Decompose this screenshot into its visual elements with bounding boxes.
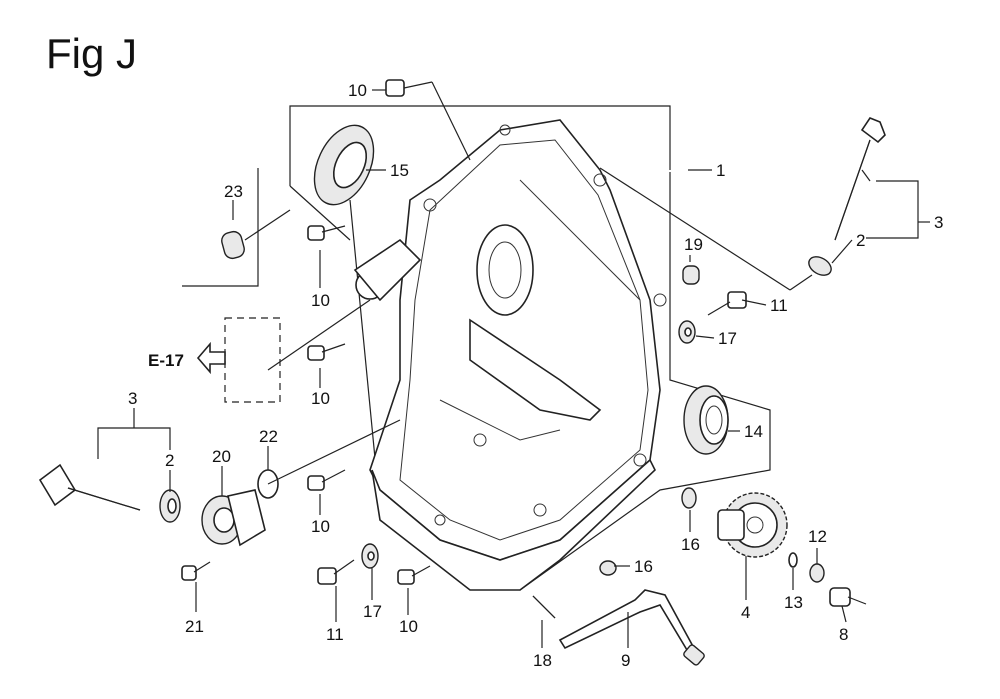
callout-1: 1 — [716, 161, 725, 180]
leader-23 — [244, 209, 291, 241]
callout-16-top: 16 — [681, 535, 700, 554]
callout-3-right: 3 — [934, 213, 943, 232]
pin-18 — [532, 595, 556, 619]
bolt-8 — [829, 587, 867, 607]
bolt-10-top — [385, 79, 433, 97]
oil-seal-15 — [313, 124, 375, 206]
callout-9: 9 — [621, 651, 630, 670]
washer-16-right — [599, 560, 617, 576]
callout-11-bottom: 11 — [326, 625, 344, 644]
breather-hose — [239, 329, 269, 376]
reference-arrow — [196, 341, 226, 375]
dowel-19 — [682, 265, 700, 285]
o-ring-2-right — [808, 256, 832, 276]
callout-10-d: 10 — [399, 617, 418, 636]
callout-11-right: 11 — [770, 296, 788, 315]
callout-20: 20 — [212, 447, 231, 466]
callout-3-left: 3 — [128, 389, 137, 408]
callout-10-b: 10 — [311, 389, 330, 408]
crankcase-cover — [353, 119, 667, 591]
bolt-10-b — [307, 343, 346, 361]
washer-13 — [788, 552, 798, 568]
cap-23 — [221, 230, 245, 260]
callout-13: 13 — [784, 593, 803, 612]
callout-10-top: 10 — [348, 81, 367, 100]
washer-17-right — [678, 320, 696, 344]
leader-hose — [267, 299, 371, 371]
washer-16-top — [681, 487, 697, 509]
callout-16-right: 16 — [634, 557, 653, 576]
callout-14: 14 — [744, 422, 763, 441]
bolt-11-right — [707, 291, 747, 316]
bolt-10-a — [307, 225, 346, 241]
callout-22: 22 — [259, 427, 278, 446]
o-ring-2-left — [159, 489, 181, 523]
callout-2-left: 2 — [165, 451, 174, 470]
figure-title: Fig J — [46, 30, 137, 77]
bolt-10-d — [397, 565, 431, 585]
drain-plug-20 — [201, 489, 266, 547]
callout-15: 15 — [390, 161, 409, 180]
governor-gear-4 — [717, 492, 788, 558]
bracket-23 — [182, 168, 259, 287]
callout-17-right: 17 — [718, 329, 737, 348]
callout-12: 12 — [808, 527, 827, 546]
callout-17-bottom: 17 — [363, 602, 382, 621]
callout-10-a: 10 — [311, 291, 330, 310]
governor-shaft-9 — [558, 589, 705, 666]
callout-10-c: 10 — [311, 517, 330, 536]
bolt-11-bottom — [317, 559, 355, 585]
washer-17-bottom — [361, 543, 379, 569]
callout-23: 23 — [224, 182, 243, 201]
bearing-14 — [683, 385, 729, 455]
callout-21: 21 — [185, 617, 204, 636]
reference-arrow-label: E-17 — [148, 351, 184, 370]
callout-8: 8 — [839, 625, 848, 644]
callout-4: 4 — [741, 603, 750, 622]
leader-lines — [97, 89, 930, 648]
oil-dipstick-right — [834, 117, 886, 241]
bolt-21 — [181, 561, 211, 581]
breather-hose-box — [224, 317, 281, 403]
callout-18: 18 — [533, 651, 552, 670]
leader-bolt-top — [431, 81, 471, 161]
callout-19: 19 — [684, 235, 703, 254]
bolt-10-c — [307, 469, 346, 491]
washer-12 — [809, 563, 825, 583]
oil-dipstick-left — [38, 463, 141, 511]
leader-drain — [267, 419, 401, 485]
callout-2-right: 2 — [856, 231, 865, 250]
